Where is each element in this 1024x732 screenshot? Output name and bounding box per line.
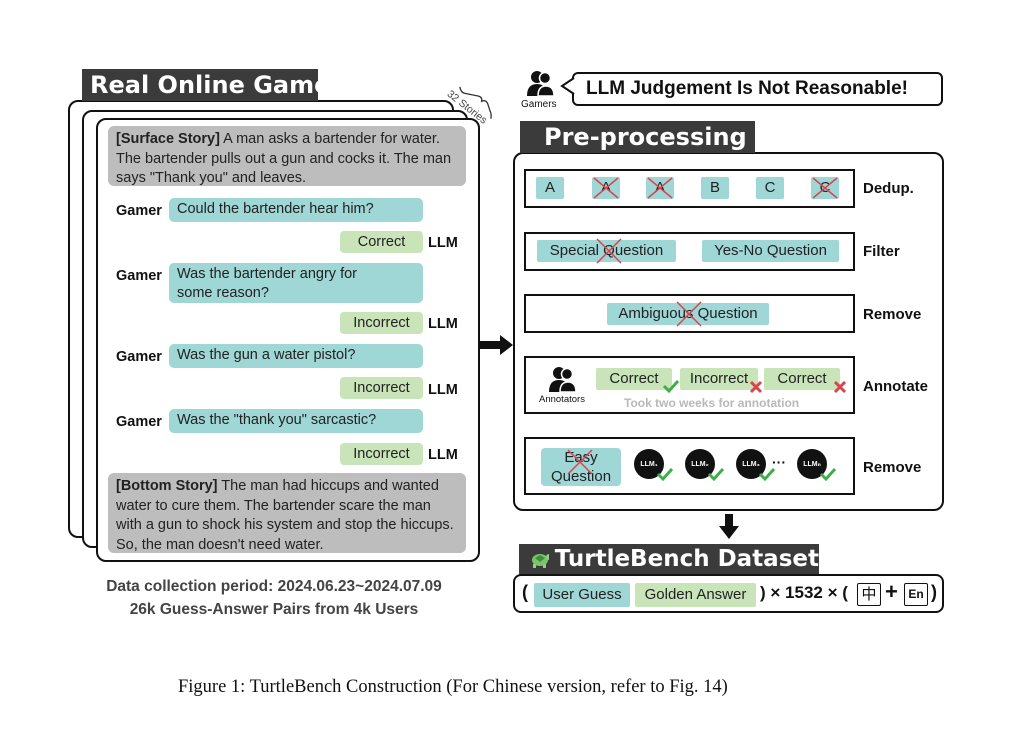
dataset-title-banner: TurtleBench Dataset [519,544,819,574]
ambiguous-question-tag: Ambiguous Question [607,303,769,325]
complaint-text: LLM Judgement Is Not Reasonable! [586,78,908,99]
preprocessing-title: Pre-processing [520,121,755,153]
annotate-tag-incorrect: Incorrect [680,368,758,390]
pairs-caption: 26k Guess-Answer Pairs from 4k Users [129,601,419,618]
figure-caption: Figure 1: TurtleBench Construction (For … [178,677,728,697]
filter-label: Filter [863,243,900,260]
gamer-question-4: Was the "thank you" sarcastic? [169,409,423,433]
bottom-story-text: The man had hiccups and wanted water to … [116,478,454,553]
stories-brace-icon [459,86,492,119]
llm-answer-4: Incorrect [340,443,423,465]
llm-label-2: LLM [428,316,458,332]
annotate-tag-correct-1: Correct [596,368,672,390]
llm-ellipsis: ··· [772,454,786,470]
llm-n-icon: LLMₙ [797,449,827,479]
annotate-tag-correct-2: Correct [764,368,840,390]
llm-label-4: LLM [428,447,458,463]
gamer-label-4: Gamer [116,414,162,430]
remove-label-1: Remove [863,306,922,323]
bottom-story: [Bottom Story] The man had hiccups and w… [108,473,466,553]
real-online-game-title: Real Online Game [82,69,330,101]
gamer-question-1: Could the bartender hear him? [169,198,423,222]
complaint-bubble [572,72,943,106]
gamer-question-3: Was the gun a water pistol? [169,344,423,368]
annotate-label: Annotate [863,378,928,395]
llm-answer-3: Incorrect [340,377,423,399]
cross-icon [749,380,763,394]
speech-tail-icon [560,77,575,95]
formula-multiplier: ) × 1532 × ( [760,583,848,602]
gamer-label-1: Gamer [116,203,162,219]
surface-story-text: A man asks a bartender for water. The ba… [116,131,452,186]
filter-tag-special: Special Question [537,240,676,262]
easy-question-tag: Easy Question [541,448,621,486]
dedup-tag-3: A [646,177,674,199]
golden-answer-tag: Golden Answer [635,583,756,607]
right-arrow-icon [480,335,513,355]
dedup-tag-5: C [756,177,784,199]
english-box: En [904,583,928,606]
dedup-row [524,169,855,208]
cross-icon [833,380,847,394]
check-icon [819,467,837,482]
surface-story: [Surface Story] A man asks a bartender f… [108,126,466,186]
bottom-story-label: [Bottom Story] [116,478,218,494]
down-arrow-icon [719,514,739,539]
gamer-label-3: Gamer [116,349,162,365]
dedup-label: Dedup. [863,180,914,197]
collection-period-caption: Data collection period: 2024.06.23~2024.… [106,578,442,595]
llm-answer-2: Incorrect [340,312,423,334]
formula-close-paren: ) [931,582,937,602]
remove-label-2: Remove [863,459,922,476]
dedup-tag-2: A [592,177,620,199]
check-icon [662,379,680,394]
annotators-label: Annotators [539,394,585,405]
gamers-icon [527,71,555,97]
formula-open-paren: ( [522,582,528,602]
filter-tag-yes-no: Yes-No Question [702,240,839,262]
chinese-char-box: 中 [857,583,881,606]
check-icon [758,467,776,482]
gamer-label-2: Gamer [116,268,162,284]
llm-label-3: LLM [428,382,458,398]
llm-answer-1: Correct [340,231,423,253]
gamers-label: Gamers [521,99,557,110]
annotation-note: Took two weeks for annotation [624,396,800,410]
dedup-tag-1: A [536,177,564,199]
llm-label-1: LLM [428,235,458,251]
user-guess-tag: User Guess [534,583,630,607]
check-icon [707,467,725,482]
check-icon [656,467,674,482]
turtle-icon [532,554,549,568]
gamer-question-2: Was the bartender angry for some reason? [169,263,423,303]
dedup-tag-6: C [811,177,839,199]
formula-plus: + [885,579,898,604]
dataset-title: TurtleBench Dataset [554,545,819,572]
annotators-icon [549,367,577,393]
dedup-tag-4: B [701,177,729,199]
surface-story-label: [Surface Story] [116,131,220,147]
